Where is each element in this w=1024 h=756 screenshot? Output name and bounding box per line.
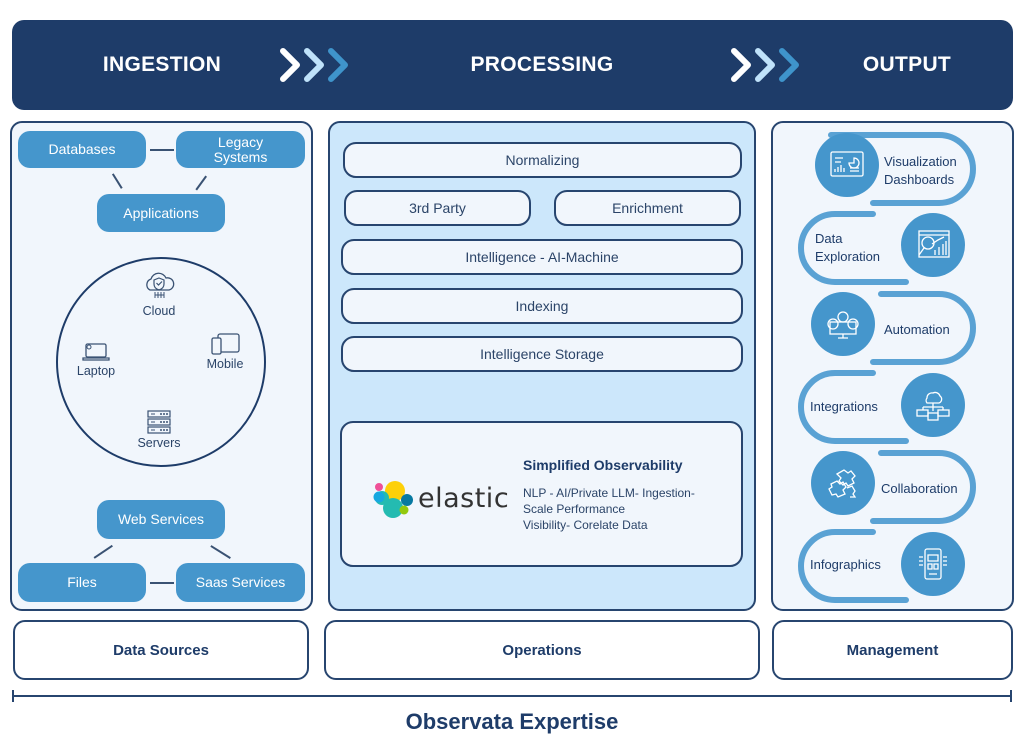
source-files: Files xyxy=(18,563,146,602)
track-segment xyxy=(798,529,909,603)
footer-management: Management xyxy=(772,620,1013,680)
devices-circle xyxy=(56,257,266,467)
step-indexing: Indexing xyxy=(341,288,743,324)
source-databases: Databases xyxy=(18,131,146,168)
output-label-automation: Automation xyxy=(884,322,950,337)
chevron-arrows-icon xyxy=(280,48,348,82)
observability-line: Scale Performance xyxy=(523,502,626,516)
output-label-infographics: Infographics xyxy=(810,557,881,572)
device-cloud-label: Cloud xyxy=(142,304,176,318)
source-web-services: Web Services xyxy=(97,500,225,539)
track-segment xyxy=(828,132,976,206)
step-enrichment: Enrichment xyxy=(554,190,741,226)
observability-line: NLP - AI/Private LLM- Ingestion- xyxy=(523,486,695,500)
device-mobile: Mobile xyxy=(190,333,260,371)
output-label-integrations: Integrations xyxy=(810,399,878,414)
step-intelligence-ai-machine: Intelligence - AI-Machine xyxy=(341,239,743,275)
footer-operations: Operations xyxy=(324,620,760,680)
step-intelligence-storage: Intelligence Storage xyxy=(341,336,743,372)
mobile-infographic-icon xyxy=(901,532,965,596)
servers-icon xyxy=(147,410,171,434)
elastic-logo-icon xyxy=(373,481,413,518)
track-segment xyxy=(798,370,909,444)
observability-title: Simplified Observability xyxy=(523,457,683,473)
expertise-caption: Observata Expertise xyxy=(405,709,619,734)
track-segment xyxy=(870,450,976,524)
integrations-network-icon xyxy=(901,373,965,437)
output-flow-track xyxy=(798,132,976,603)
chevron-arrows-icon xyxy=(731,48,799,82)
automation-gears-icon xyxy=(811,292,875,356)
span-bracket xyxy=(12,690,1012,702)
output-panel xyxy=(771,121,1014,611)
device-laptop: Laptop xyxy=(61,342,131,378)
elastic-wordmark: elastic xyxy=(418,483,510,514)
connector-line xyxy=(150,149,174,151)
device-servers: Servers xyxy=(124,410,194,450)
source-saas-services: Saas Services xyxy=(176,563,305,602)
mobile-tablet-icon xyxy=(211,333,240,355)
laptop-icon xyxy=(82,343,110,361)
analytics-search-icon xyxy=(901,213,965,277)
elastic-card xyxy=(340,421,743,567)
track-segment xyxy=(870,291,976,365)
puzzle-icon xyxy=(811,451,875,515)
step-3rd-party: 3rd Party xyxy=(344,190,531,226)
source-legacy-systems: Legacy Systems xyxy=(176,131,305,168)
stage-output: OUTPUT xyxy=(862,53,952,76)
device-mobile-label: Mobile xyxy=(206,357,244,371)
cloud-shield-icon xyxy=(146,272,175,298)
observability-line: Visibility- Corelate Data xyxy=(523,518,648,532)
stage-processing: PROCESSING xyxy=(470,53,614,76)
source-applications: Applications xyxy=(97,194,225,232)
bracket-line xyxy=(12,695,1012,697)
dashboard-icon xyxy=(815,133,879,197)
stage-ingestion: INGESTION xyxy=(102,53,222,76)
pipeline-header: INGESTION PROCESSING OUTPUT xyxy=(12,20,1013,110)
device-cloud: Cloud xyxy=(124,272,194,318)
track-segment xyxy=(798,211,909,285)
device-servers-label: Servers xyxy=(137,436,181,450)
step-normalizing: Normalizing xyxy=(343,142,742,178)
connector-line xyxy=(150,582,174,584)
device-laptop-label: Laptop xyxy=(76,364,116,378)
bracket-tick xyxy=(12,690,14,702)
footer-data-sources: Data Sources xyxy=(13,620,309,680)
bracket-tick xyxy=(1010,690,1012,702)
output-label-collaboration: Collaboration xyxy=(881,481,958,496)
